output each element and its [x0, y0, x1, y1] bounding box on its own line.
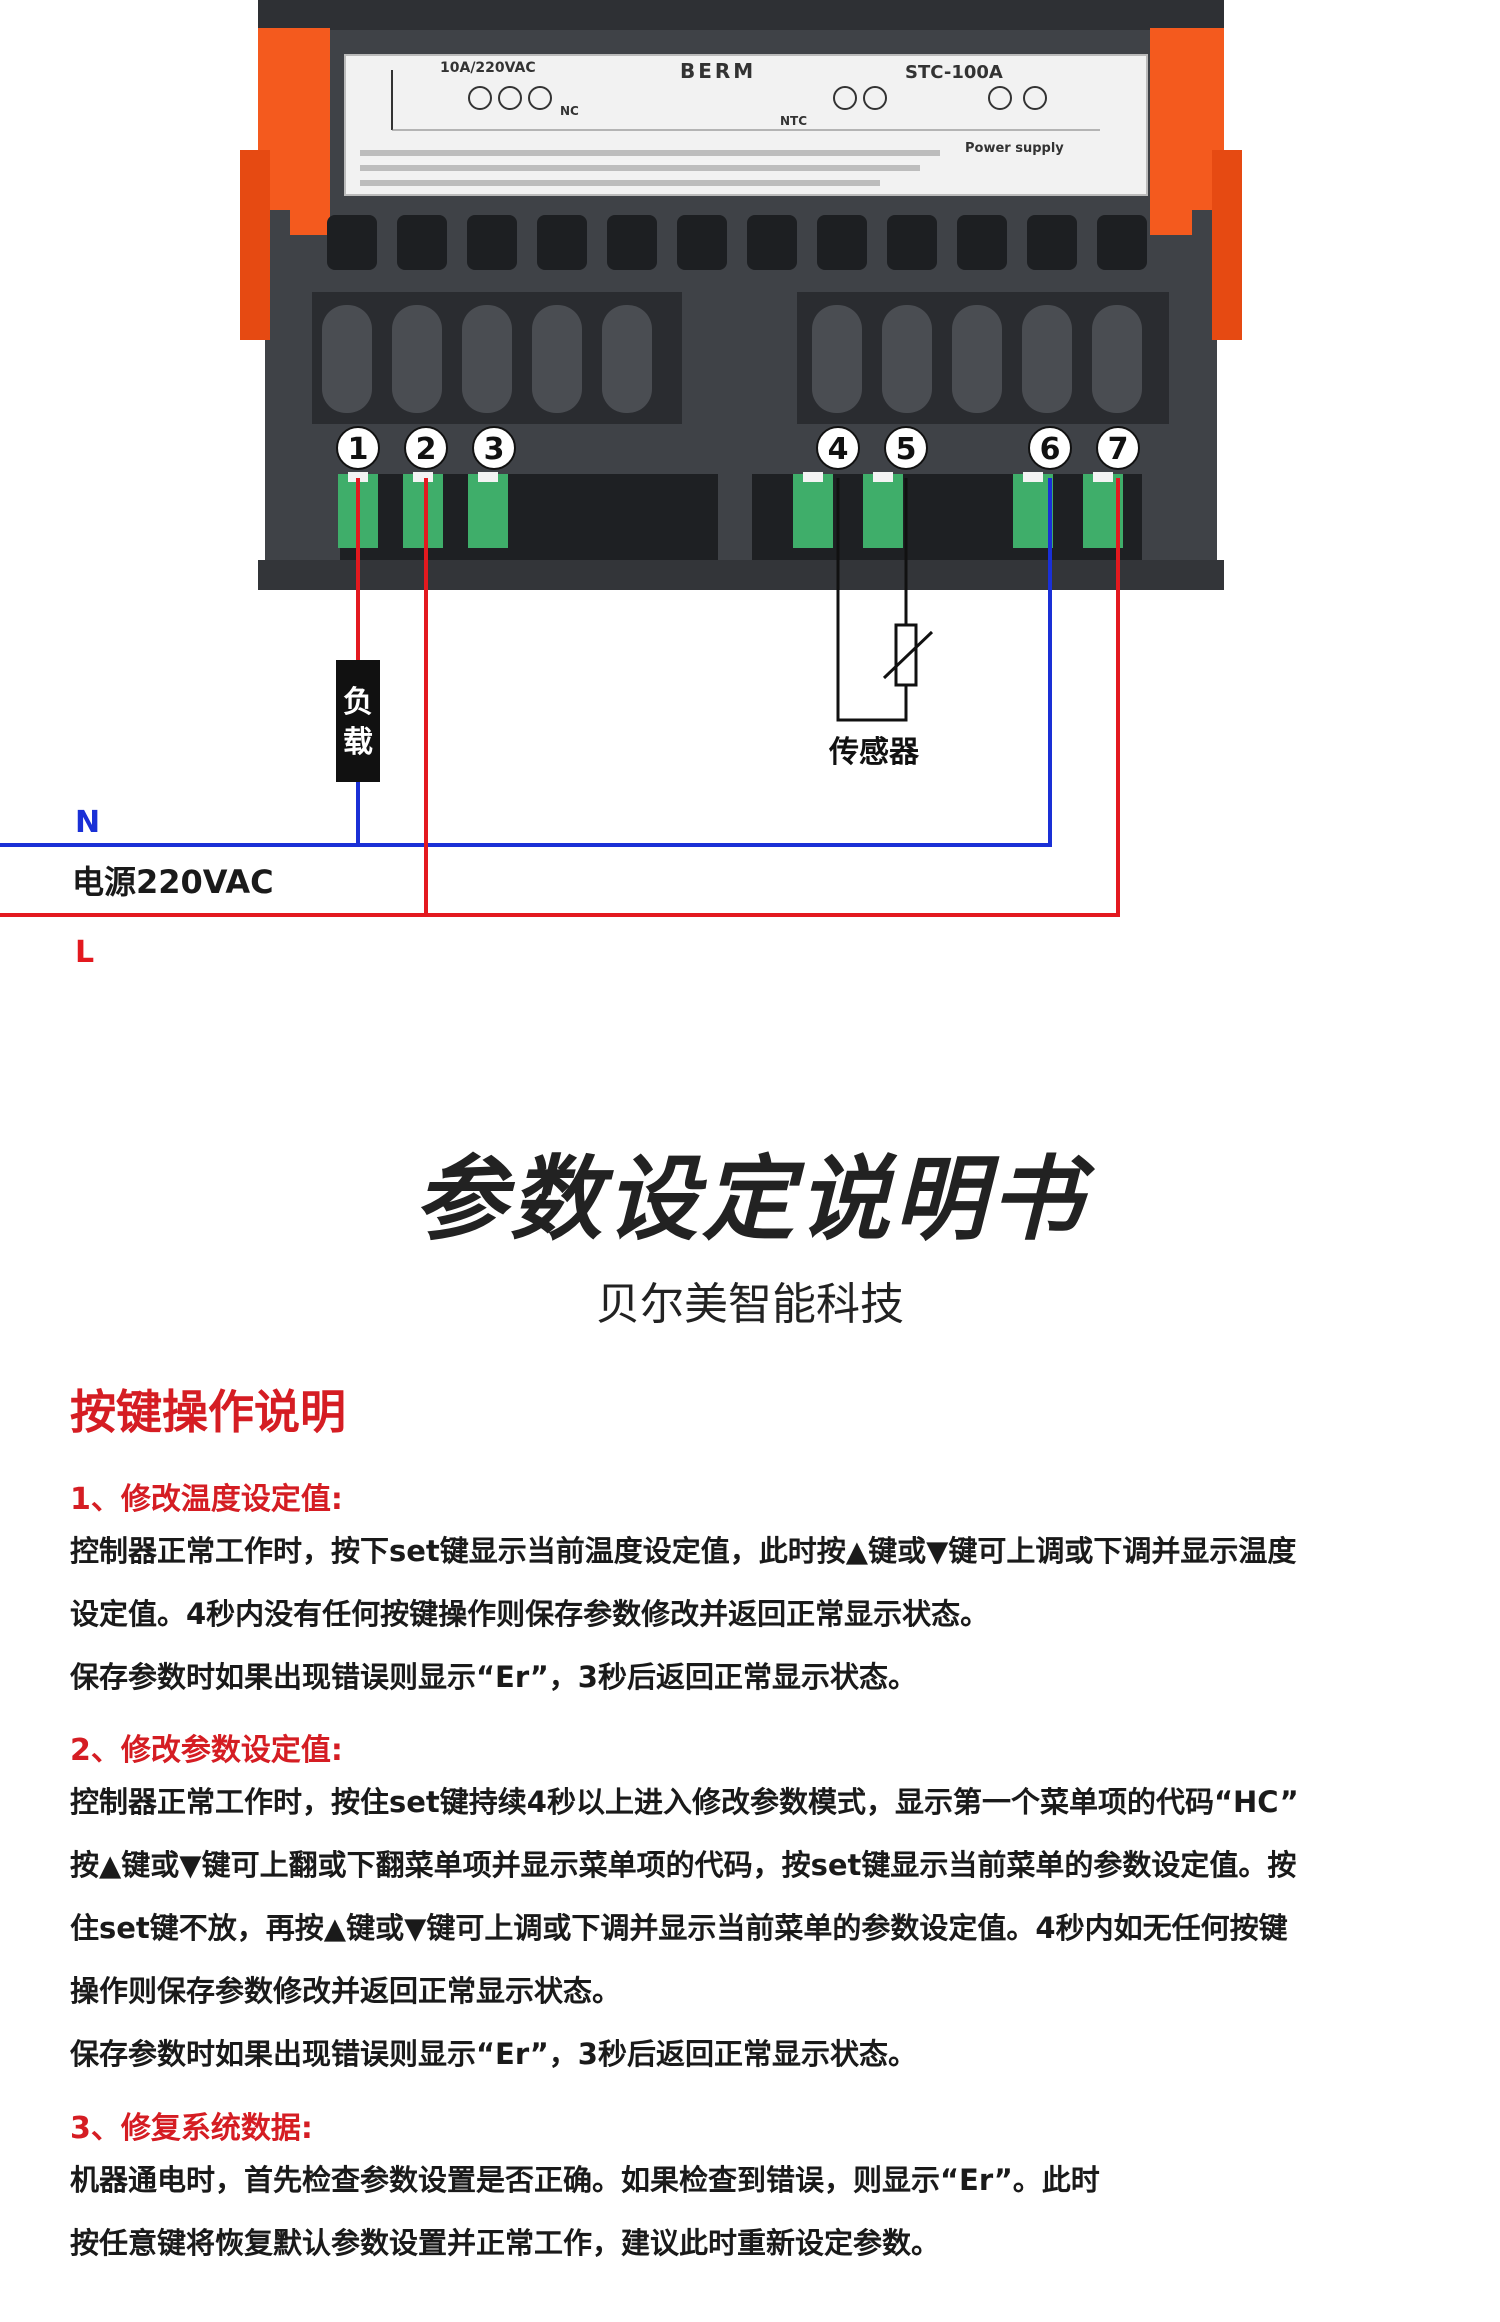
terminal-badge-7: 7 [1096, 426, 1140, 470]
label-warning-lines [360, 180, 880, 186]
label-terminal-glyph [1023, 86, 1047, 110]
paragraph-line: 按任意键将恢复默认参数设置并正常工作，建议此时重新设定参数。 [70, 2226, 941, 2260]
svg-text:2: 2 [416, 432, 437, 467]
power-label: 电源220VAC [72, 863, 274, 901]
thermistor-slash [882, 630, 934, 680]
left-latch-lower [240, 150, 270, 340]
label-ntc: NTC [780, 114, 807, 128]
paragraph-line: 机器通电时，首先检查参数设置是否正确。如果检查到错误，则显示“Er”。此时 [70, 2163, 1100, 2197]
paragraph-line: 操作则保存参数修改并返回正常显示状态。 [70, 1974, 622, 2008]
terminal-contacts [348, 472, 1113, 482]
left-latch [258, 28, 330, 235]
wire-l-line [0, 478, 1120, 917]
label-terminal-glyph [863, 86, 887, 110]
subsection-3-title: 3、修复系统数据: [70, 2111, 313, 2146]
load-label-char-1: 负 [343, 685, 373, 720]
paragraph-line: 设定值。4秒内没有任何按键操作则保存参数修改并返回正常显示状态。 [70, 1597, 990, 1631]
company-name: 贝尔美智能科技 [596, 1279, 904, 1330]
subsection-3-body: 机器通电时，首先检查参数设置是否正确。如果检查到错误，则显示“Er”。此时 按任… [70, 2149, 1430, 2275]
screw-slots [322, 305, 1142, 413]
svg-text:5: 5 [896, 432, 917, 467]
terminal-badge-3: 3 [472, 426, 516, 470]
paragraph-line: 控制器正常工作时，按住set键持续4秒以上进入修改参数模式，显示第一个菜单项的代… [70, 1785, 1299, 1819]
subsection-2-title: 2、修改参数设定值: [70, 1733, 343, 1768]
terminal-badge-5: 5 [884, 426, 928, 470]
document-title: 参数设定说明书 [413, 1145, 1086, 1253]
sensor-wiring [836, 478, 908, 722]
sensor-label: 传感器 [828, 735, 920, 770]
svg-text:1: 1 [348, 432, 369, 467]
terminal-badge-6: 6 [1028, 426, 1072, 470]
paragraph-line: 按▲键或▼键可上翻或下翻菜单项并显示菜单项的代码，按set键显示当前菜单的参数设… [70, 1848, 1297, 1882]
label-warning-lines [360, 150, 940, 156]
bottom-rim [258, 560, 1224, 590]
paragraph-line: 住set键不放，再按▲键或▼键可上调或下调并显示当前菜单的参数设定值。4秒内如无… [70, 1911, 1288, 1945]
controller-top-edge [258, 0, 1224, 30]
terminal-badge-1: 1 [336, 426, 380, 470]
terminal-badge-4: 4 [816, 426, 860, 470]
pcb-board-left [340, 474, 718, 564]
label-model: STC-100A [905, 62, 1003, 83]
label-sticker [344, 54, 1148, 196]
label-warning-lines [360, 165, 920, 171]
terminal-badge-2: 2 [404, 426, 448, 470]
label-terminal-glyph [833, 86, 857, 110]
subsection-1-body: 控制器正常工作时，按下set键显示当前温度设定值，此时按▲键或▼键可上调或下调并… [70, 1520, 1430, 1709]
paragraph-line: 控制器正常工作时，按下set键显示当前温度设定值，此时按▲键或▼键可上调或下调并… [70, 1534, 1297, 1568]
paragraph-line: 保存参数时如果出现错误则显示“Er”，3秒后返回正常显示状态。 [70, 2037, 917, 2071]
right-latch-lower [1212, 150, 1242, 340]
label-nc: NC [560, 104, 579, 118]
label-terminal-glyph [528, 86, 552, 110]
right-latch [1150, 28, 1224, 235]
label-brand: BERM [680, 59, 756, 83]
svg-text:3: 3 [484, 432, 505, 467]
svg-text:4: 4 [828, 432, 849, 467]
svg-text:7: 7 [1108, 432, 1129, 467]
label-power-supply: Power supply [965, 141, 1064, 156]
label-terminal-glyph [498, 86, 522, 110]
l-label: L [75, 935, 94, 970]
wire-n-line [0, 478, 1052, 847]
label-terminal-glyph [468, 86, 492, 110]
wiring-diagram: 10A/220VAC BERM STC-100A NC NTC Power su… [0, 0, 1242, 970]
vent-row [327, 215, 1147, 270]
svg-text:6: 6 [1040, 432, 1061, 467]
label-terminal-glyph [988, 86, 1012, 110]
load-label-char-2: 载 [343, 725, 373, 760]
label-spec: 10A/220VAC [440, 60, 536, 76]
subsection-2-body: 控制器正常工作时，按住set键持续4秒以上进入修改参数模式，显示第一个菜单项的代… [70, 1771, 1430, 2086]
n-label: N [75, 805, 100, 840]
paragraph-line: 保存参数时如果出现错误则显示“Er”，3秒后返回正常显示状态。 [70, 1660, 917, 1694]
subsection-1-title: 1、修改温度设定值: [70, 1482, 343, 1517]
section-title: 按键操作说明 [70, 1385, 346, 1439]
load-box [336, 660, 380, 782]
